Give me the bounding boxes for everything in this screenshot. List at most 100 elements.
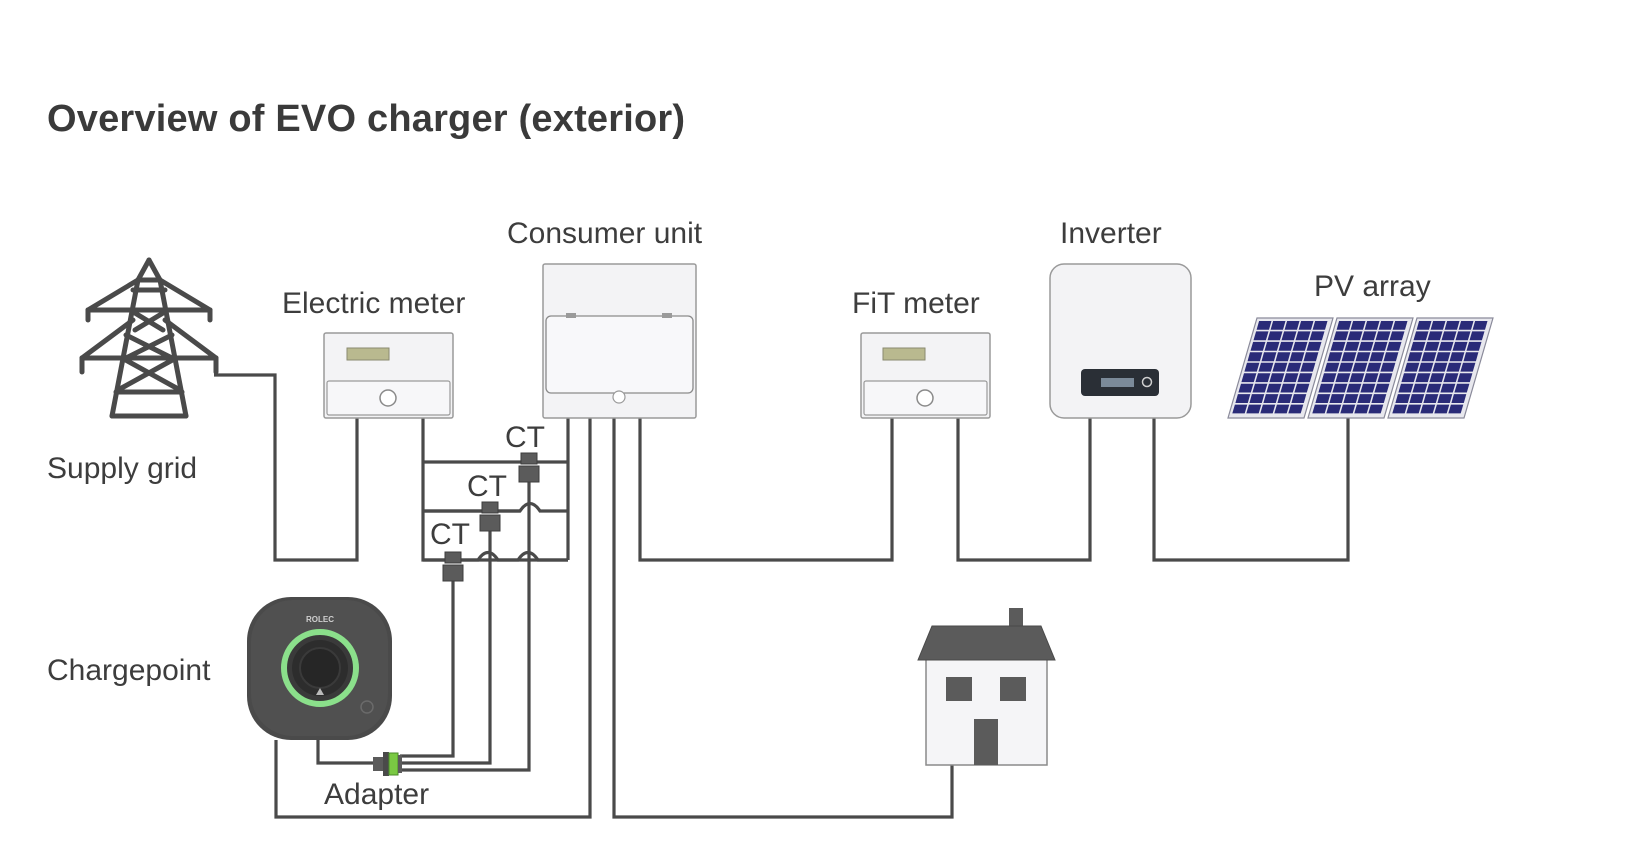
wire-charger-supply (274, 418, 592, 819)
solar-cell (1389, 331, 1405, 341)
solar-cell (1291, 394, 1307, 403)
solar-cell (1261, 352, 1277, 362)
solar-cell (1469, 331, 1485, 341)
solar-cell (1415, 373, 1431, 383)
solar-cell (1315, 394, 1331, 403)
solar-cell (1283, 373, 1299, 383)
solar-cell (1350, 321, 1366, 330)
label-inverter: Inverter (1060, 217, 1162, 250)
solar-cell (1253, 331, 1269, 341)
solar-cell (1341, 352, 1357, 362)
wire-fit-to-inverter (956, 418, 1092, 562)
solar-cell (1380, 362, 1396, 372)
label-chargepoint: Chargepoint (47, 654, 211, 687)
solar-cell (1413, 331, 1429, 341)
solar-cell (1374, 383, 1390, 393)
solar-cell (1298, 321, 1314, 330)
solar-cell (1420, 404, 1436, 414)
solar-cell (1454, 383, 1470, 393)
consumer-unit (542, 263, 697, 419)
solar-cell (1267, 331, 1283, 341)
solar-cell (1300, 362, 1316, 372)
solar-cell (1472, 321, 1488, 330)
solar-cell (1361, 331, 1377, 341)
solar-cell (1440, 383, 1456, 393)
solar-cell (1335, 373, 1351, 383)
solar-cell (1463, 352, 1479, 362)
solar-cell (1364, 321, 1380, 330)
solar-cell (1329, 394, 1345, 403)
solar-cell (1274, 404, 1290, 414)
solar-cell (1241, 373, 1257, 383)
solar-cell (1272, 362, 1288, 372)
solar-cell (1278, 341, 1294, 351)
solar-cell (1340, 404, 1356, 414)
solar-cell (1357, 394, 1373, 403)
label-adapter: Adapter (324, 778, 429, 811)
solar-cell (1326, 404, 1342, 414)
solar-cell (1444, 321, 1460, 330)
solar-cell (1263, 394, 1279, 403)
solar-cell (1255, 373, 1271, 383)
solar-cell (1250, 341, 1266, 351)
solar-cell (1451, 394, 1467, 403)
solar-cell (1466, 341, 1482, 351)
charger-icon: ROLEC (247, 597, 392, 740)
solar-cell (1286, 362, 1302, 372)
solar-cell (1386, 341, 1402, 351)
solar-cell (1441, 331, 1457, 341)
solar-cell (1270, 321, 1286, 330)
solar-cell (1318, 383, 1334, 393)
solar-cell (1457, 373, 1473, 383)
solar-cell (1256, 321, 1272, 330)
adapter (373, 752, 402, 776)
solar-cell (1327, 352, 1343, 362)
solar-cell (1449, 352, 1465, 362)
solar-cell (1275, 352, 1291, 362)
solar-cell (1277, 394, 1293, 403)
solar-cell (1455, 331, 1471, 341)
fit-meter (860, 332, 991, 419)
solar-cell (1443, 373, 1459, 383)
wire-cu-to-fit (638, 418, 894, 562)
solar-cell (1232, 404, 1248, 414)
solar-cell (1343, 394, 1359, 403)
solar-cell (1292, 341, 1308, 351)
solar-cell (1338, 362, 1354, 372)
wire-ct2-lead (400, 530, 492, 765)
solar-cell (1238, 383, 1254, 393)
ct-clamp-icon (479, 501, 501, 532)
solar-cell (1368, 404, 1384, 414)
wire-inverter-to-pv (1152, 418, 1350, 562)
solar-cell (1349, 373, 1365, 383)
house-icon (917, 608, 1056, 766)
label-consumer-unit: Consumer unit (507, 217, 703, 250)
label-fit-meter: FiT meter (852, 287, 980, 320)
inverter (1049, 263, 1192, 419)
wire-charger-to-adapter (316, 740, 378, 765)
solar-cell (1312, 321, 1328, 330)
wiring (214, 373, 1350, 819)
solar-cell (1363, 373, 1379, 383)
solar-cell (1309, 331, 1325, 341)
solar-cell (1392, 321, 1408, 330)
wire-ct1-lead (400, 480, 531, 772)
label-ct-1: CT (505, 421, 545, 454)
solar-cell (1372, 341, 1388, 351)
solar-cell (1281, 331, 1297, 341)
solar-cell (1252, 383, 1268, 393)
solar-cell (1452, 341, 1468, 351)
solar-cell (1410, 341, 1426, 351)
solar-cell (1321, 373, 1337, 383)
solar-cell (1294, 383, 1310, 393)
solar-cell (1280, 383, 1296, 393)
solar-cell (1264, 341, 1280, 351)
solar-cell (1332, 383, 1348, 393)
ct-clamp-icon (518, 452, 540, 483)
pv-array (1227, 317, 1494, 419)
solar-cell (1260, 404, 1276, 414)
solar-cell (1395, 394, 1411, 403)
solar-cell (1412, 383, 1428, 393)
solar-cell (1354, 404, 1370, 414)
